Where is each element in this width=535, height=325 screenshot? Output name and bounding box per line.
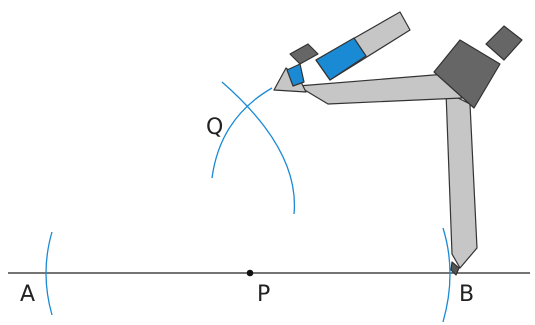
arc-a — [45, 231, 53, 316]
point-p — [246, 269, 254, 277]
compass-hinge-knob — [485, 25, 523, 61]
compass-needle-tip — [450, 261, 460, 276]
compass-tool-icon — [273, 11, 523, 276]
arc-q-left — [221, 81, 296, 215]
arc-b — [442, 227, 451, 323]
compass-pencil-sleeve — [315, 37, 367, 81]
label-a: A — [20, 282, 35, 307]
label-p: P — [257, 282, 270, 307]
compass-pencil-lead-sleeve — [286, 63, 305, 87]
label-q: Q — [206, 115, 223, 140]
arc-q-right — [211, 87, 273, 179]
compass-clamp — [289, 43, 319, 65]
compass-needle-leg — [445, 91, 478, 269]
compass-hinge — [433, 39, 501, 109]
compass-pencil-arm — [297, 73, 463, 105]
label-b: B — [459, 282, 474, 307]
